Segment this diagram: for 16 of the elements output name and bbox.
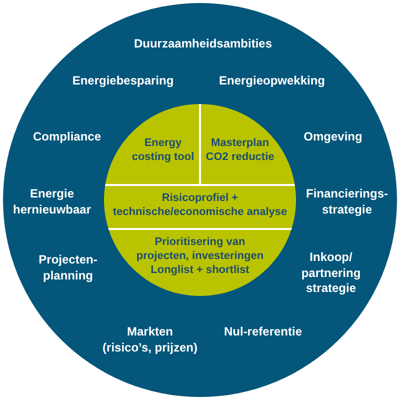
topic-label: Compliance xyxy=(33,129,101,145)
topic-label: Duurzaamheidsambities xyxy=(134,36,272,52)
segment-label: Masterplan CO2 reductie xyxy=(206,136,274,164)
circle-segment xyxy=(104,184,296,230)
segment-label: Prioritisering van projecten, investeringen Longlist + shortlist xyxy=(136,235,264,277)
topic-label: Energiebesparing xyxy=(72,73,174,89)
topic-label: Inkoop/ partnering strategie xyxy=(301,250,361,296)
topic-label: Energieopwekking xyxy=(218,73,326,89)
segment-label: Energy costing tool xyxy=(132,136,194,164)
topic-label: Projecten- planning xyxy=(38,252,98,284)
topic-label: Energie hernieuwbaar xyxy=(12,186,92,218)
topic-label: Financierings- strategie xyxy=(306,186,388,218)
segment-label: Risicoprofiel + technische/economische analyse xyxy=(112,191,288,219)
topic-label: Markten (risico’s, prijzen) xyxy=(102,324,198,356)
topic-label: Omgeving xyxy=(304,129,362,145)
topic-label: Nul-referentie xyxy=(224,324,302,340)
